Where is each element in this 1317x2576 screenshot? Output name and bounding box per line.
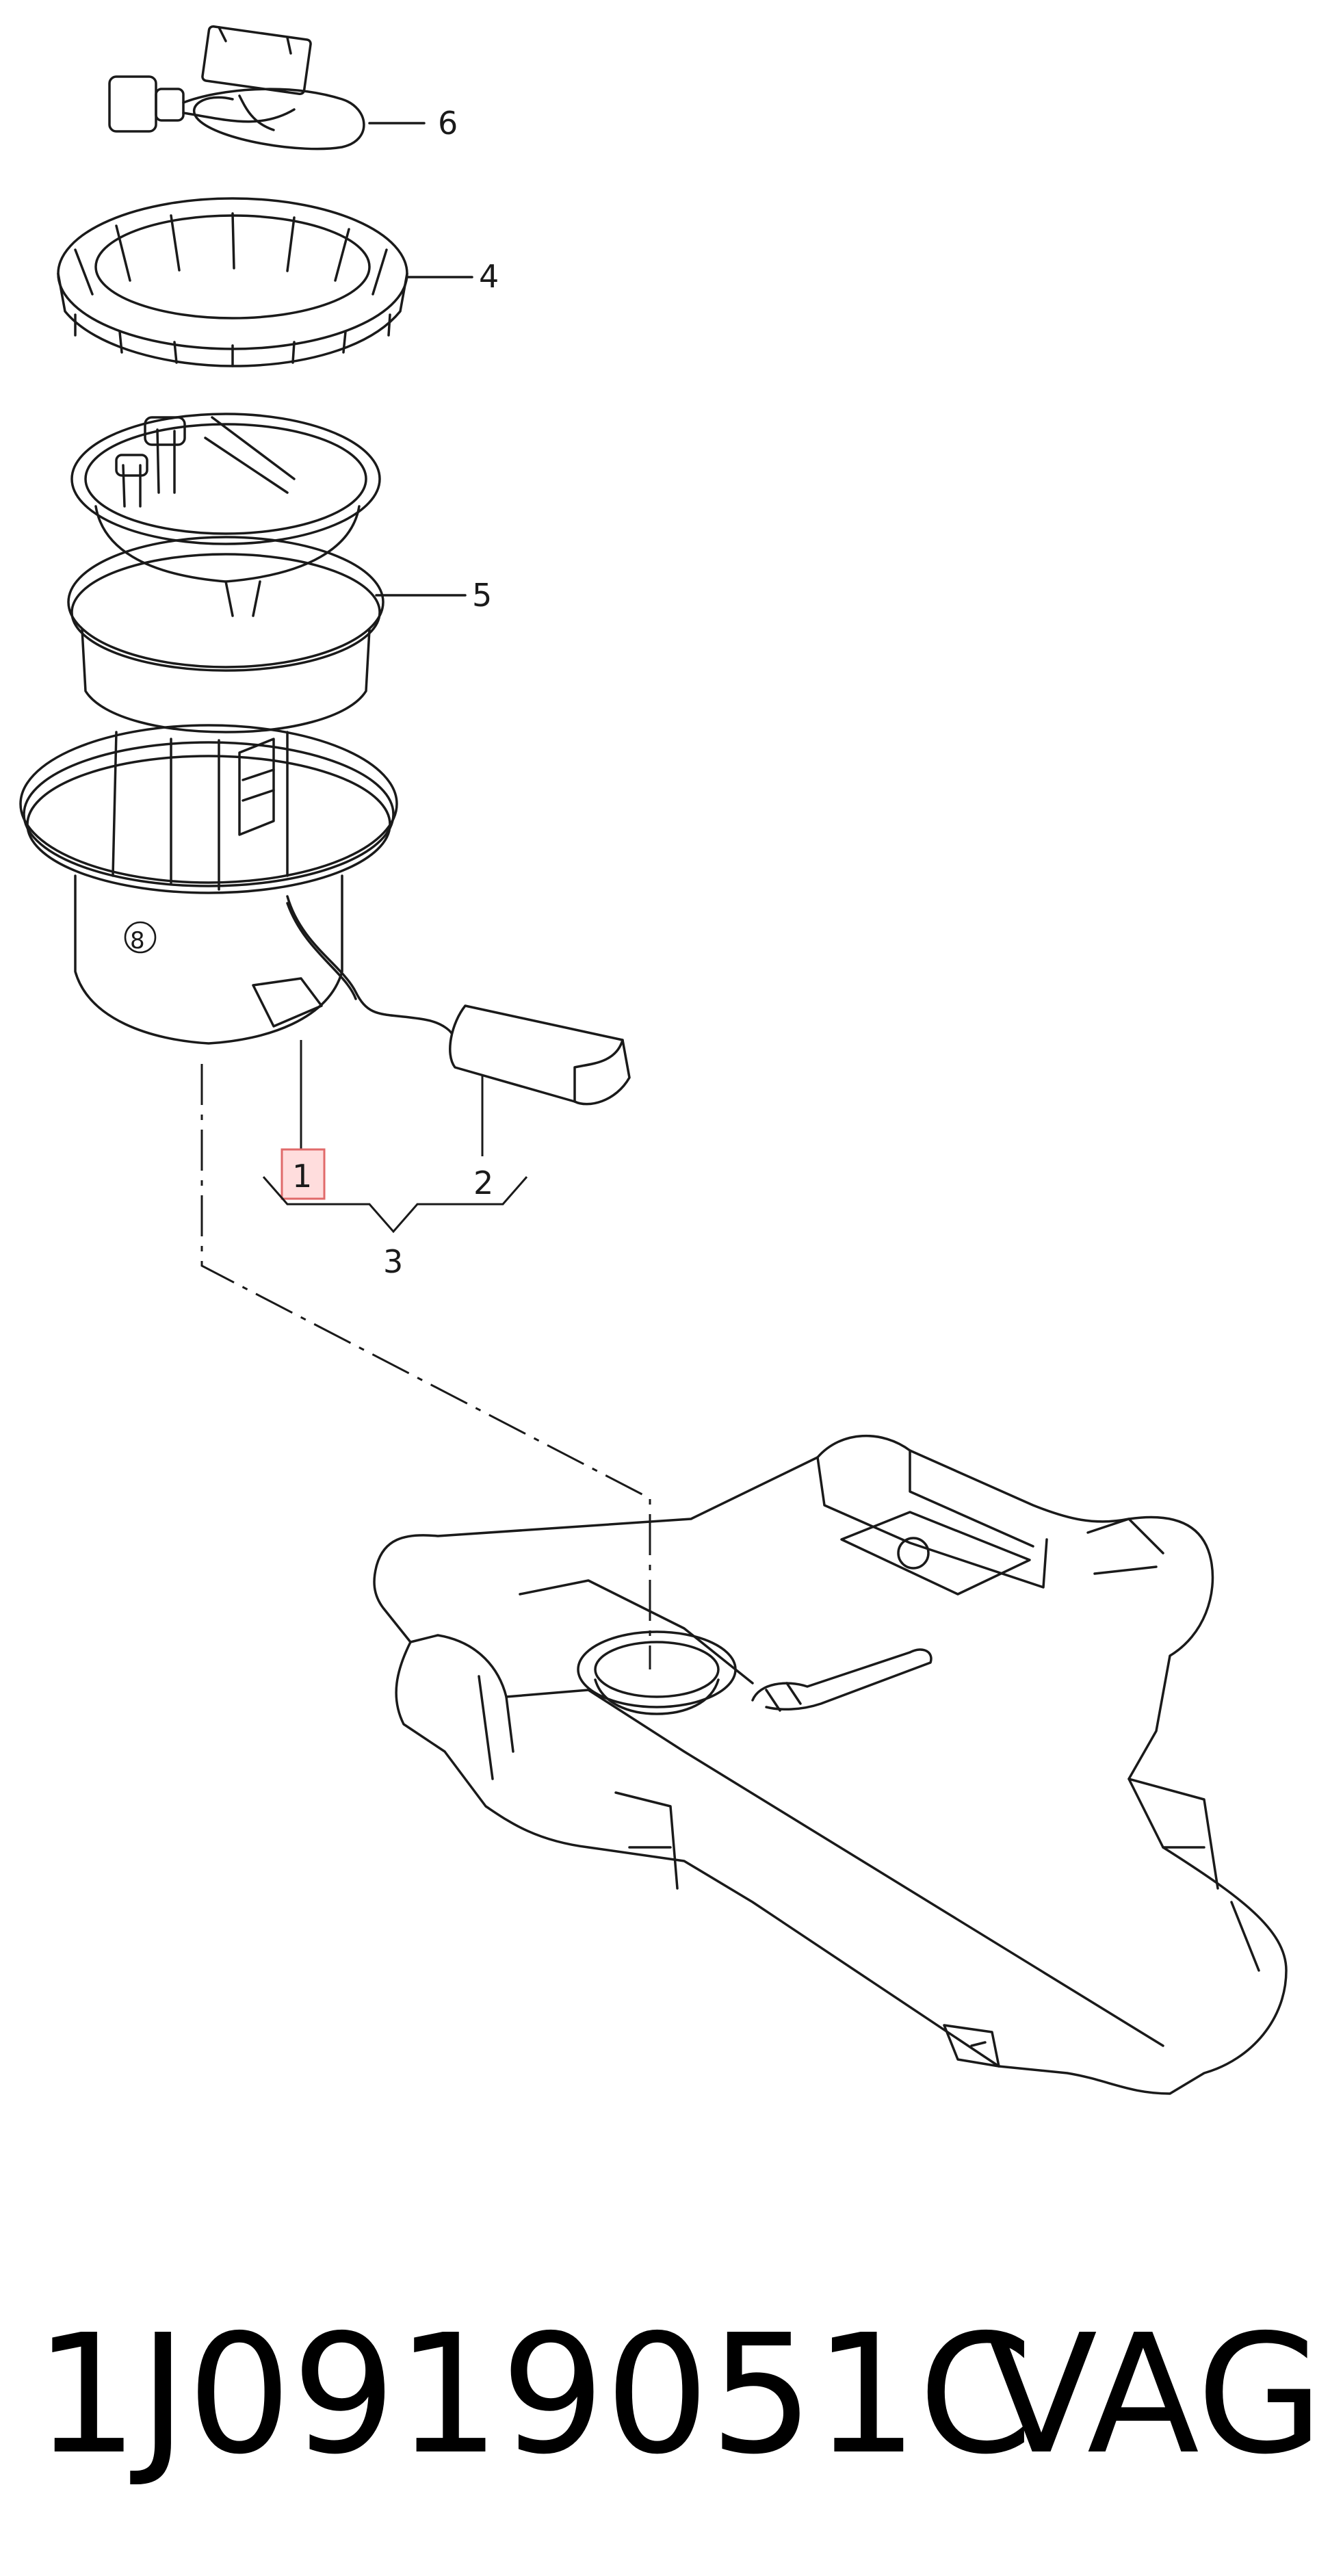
svg-text:8: 8: [130, 927, 145, 954]
part-4-locking-ring: [57, 197, 473, 367]
brand-name: VAG: [985, 2299, 1317, 2490]
part-1-fuel-pump-body: 8: [19, 724, 453, 1045]
fuel-tank: [373, 1434, 1288, 2095]
callout-6: 6: [438, 105, 458, 142]
callout-2: 2: [473, 1165, 493, 1201]
part-2-level-sender: [449, 1004, 631, 1156]
callout-3: 3: [383, 1243, 403, 1280]
caption: 1J0919051C VAG: [0, 2258, 1317, 2532]
exploded-parts-diagram: 6 4 5 8: [19, 25, 1288, 2095]
callout-1: 1: [292, 1158, 312, 1195]
installation-axis: [200, 1064, 651, 1669]
part-5-pump-module-top: [67, 413, 467, 733]
part-6-wiring-harness: [108, 25, 426, 151]
callout-1-highlight: [281, 1148, 326, 1200]
callout-4: 4: [479, 258, 499, 295]
bracket-3: [262, 1176, 528, 1234]
callout-5: 5: [472, 577, 492, 614]
part-number: 1J0919051C: [34, 2299, 1033, 2490]
